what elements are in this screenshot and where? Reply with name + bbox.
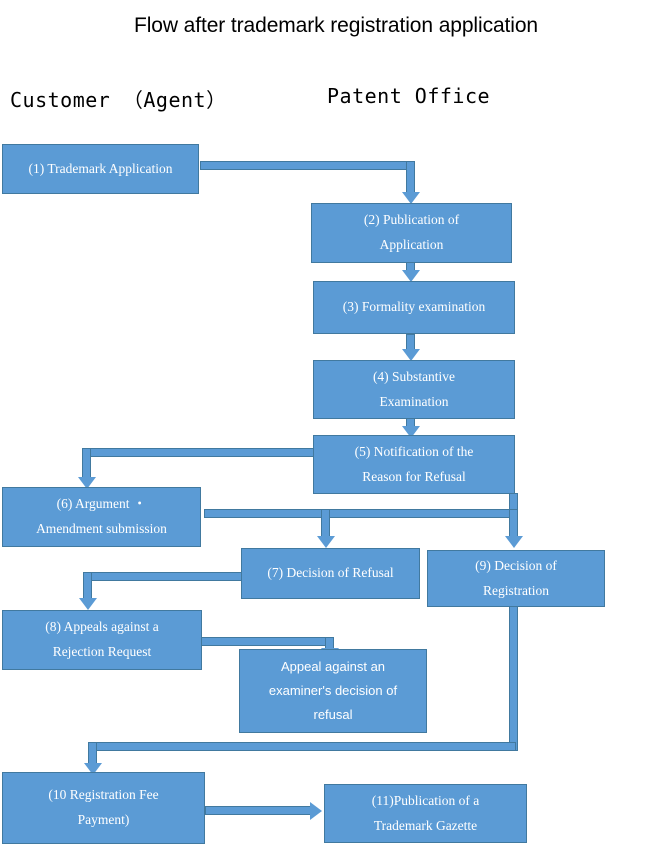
connector-9-drop-vertical (509, 509, 518, 539)
node-line: (4) Substantive (372, 368, 456, 384)
node-line: (3) Formality examination (342, 299, 486, 315)
node-line: (7) Decision of Refusal (267, 565, 394, 581)
connector-1-to-2-horizontal (200, 161, 412, 170)
node-line: Amendment submission (36, 521, 167, 536)
arrowhead-into-node-11 (310, 801, 322, 820)
node-line: Examination (379, 393, 449, 409)
node-line: examiner's decision of (268, 682, 398, 698)
connector-7-to-8-horizontal (83, 572, 245, 581)
node-line: Reason for Refusal (362, 468, 466, 484)
connector-5-to-6-horizontal (82, 448, 316, 457)
node-appeal-against-examiner-decision[interactable]: Appeal against an examiner's decision of… (239, 649, 427, 733)
node-line: (8) Appeals against a (45, 619, 159, 635)
connector-9-to-10-vertical-right (509, 606, 518, 751)
node-line: Payment) (77, 812, 130, 827)
arrowhead-into-node-8 (78, 598, 97, 610)
node-line: (9) Decision of (475, 557, 557, 573)
node-trademark-application[interactable]: (1) Trademark Application (2, 144, 199, 194)
lane-label-customer: Customer （Agent） (10, 88, 227, 112)
connector-9-to-10-horizontal (88, 742, 516, 751)
connector-6-to-7-vertical (321, 509, 330, 539)
node-line: (11)Publication of a (371, 792, 480, 808)
node-line: Appeal against an (280, 658, 386, 674)
lane-label-patent-office: Patent Office (327, 84, 491, 108)
node-line: (10 Registration Fee (48, 787, 159, 803)
node-line: Rejection Request (52, 644, 152, 659)
arrowhead-into-node-2 (401, 192, 420, 204)
node-line: Trademark Gazette (373, 817, 478, 833)
node-line: Registration (483, 582, 549, 598)
node-line: refusal (313, 707, 353, 723)
connector-10-to-11-horizontal (205, 806, 313, 815)
connector-8-to-appeal-horizontal (200, 637, 330, 646)
node-notification-reason-for-refusal[interactable]: (5) Notification of the Reason for Refus… (313, 435, 515, 494)
node-argument-amendment-submission[interactable]: (6) Argument ・ Amendment submission (2, 487, 201, 547)
connector-5-to-6-vertical (82, 448, 91, 480)
node-line: (6) Argument ・ (56, 496, 147, 512)
connector-3-to-4-vertical (406, 334, 415, 350)
arrowhead-into-node-6 (77, 477, 96, 489)
node-line: (2) Publication of (363, 212, 460, 228)
node-registration-fee-payment[interactable]: (10 Registration Fee Payment) (2, 772, 205, 844)
node-line: Application (379, 237, 444, 252)
node-formality-examination[interactable]: (3) Formality examination (313, 281, 515, 334)
connector-5-to-9-horizontal (204, 509, 514, 518)
node-decision-of-refusal[interactable]: (7) Decision of Refusal (241, 548, 420, 599)
node-publication-of-application[interactable]: (2) Publication of Application (311, 203, 512, 263)
arrowhead-into-node-3 (401, 270, 420, 282)
arrowhead-into-node-9 (504, 536, 523, 548)
connector-7-to-8-vertical (83, 572, 92, 600)
node-line: (5) Notification of the (354, 443, 474, 459)
node-appeals-against-rejection-request[interactable]: (8) Appeals against a Rejection Request (2, 610, 202, 670)
node-decision-of-registration[interactable]: (9) Decision of Registration (427, 550, 605, 607)
node-publication-trademark-gazette[interactable]: (11)Publication of a Trademark Gazette (324, 784, 527, 843)
arrowhead-into-node-7 (316, 536, 335, 548)
page-title: Flow after trademark registration applic… (133, 14, 539, 37)
connector-1-to-2-vertical (406, 161, 415, 195)
node-substantive-examination[interactable]: (4) Substantive Examination (313, 360, 515, 419)
node-line: (1) Trademark Application (28, 160, 173, 176)
arrowhead-into-node-4 (401, 349, 420, 361)
